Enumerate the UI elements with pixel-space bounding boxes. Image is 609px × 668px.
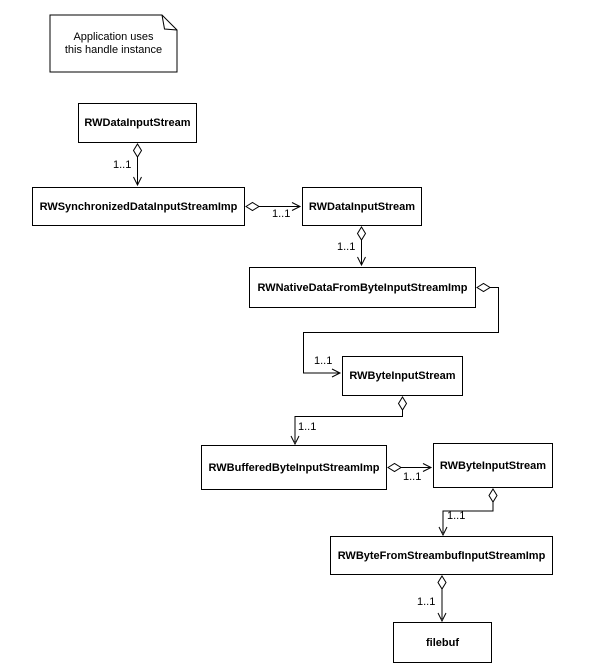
open-arrowhead-icon [357, 256, 366, 267]
multiplicity-label-bytestream-to-bufferedimp: 1..1 [298, 421, 317, 433]
class-box-rwnativedatafrombyteinputstreamimp: RWNativeDataFromByteInputStreamImp [249, 267, 476, 308]
connector-datastream-to-nativeimp [356, 226, 367, 267]
connector-bytestream-to-bufferedimp [290, 396, 408, 446]
connector-line [303, 287, 499, 374]
note-annotation: Application uses this handle instance [50, 15, 177, 72]
aggregation-diamond-icon [437, 575, 447, 590]
connector-handle-to-syncimp [132, 143, 143, 187]
open-arrowhead-icon [437, 612, 447, 623]
aggregation-diamond-icon [387, 462, 402, 473]
open-arrowhead-icon [422, 463, 433, 472]
class-box-rwbytefromstreambufinputstreamimp: RWByteFromStreambufInputStreamImp [330, 536, 553, 575]
class-box-rwdatainputstream-handle: RWDataInputStream [78, 103, 197, 143]
connector-syncimp-to-datastream [245, 201, 302, 212]
open-arrowhead-icon [438, 526, 448, 537]
multiplicity-label-bytestream-to-streambufimp: 1..1 [447, 510, 466, 522]
connector-bufferedimp-to-bytestream [387, 462, 433, 473]
note-line-2: this handle instance [64, 43, 163, 56]
connector-streambufimp-to-filebuf [437, 575, 447, 623]
note-outline [49, 14, 178, 73]
class-box-rwbufferedbyteinputstreamimp: RWBufferedByteInputStreamImp [201, 445, 387, 490]
note-shape [49, 14, 178, 73]
multiplicity-label-datastream-to-nativeimp: 1..1 [337, 241, 356, 253]
class-box-rwbyteinputstream-body: RWByteInputStream [433, 443, 553, 488]
open-arrowhead-icon [290, 435, 300, 446]
multiplicity-label-bufferedimp-to-bytestream: 1..1 [403, 471, 422, 483]
open-arrowhead-icon [291, 202, 302, 211]
note-fold-icon [161, 14, 178, 31]
multiplicity-label-handle-to-syncimp: 1..1 [113, 159, 132, 171]
aggregation-diamond-icon [356, 226, 367, 241]
connector-nativeimp-to-bytestream [303, 282, 499, 378]
multiplicity-label-syncimp-to-datastream: 1..1 [272, 208, 291, 220]
open-arrowhead-icon [331, 368, 342, 378]
open-arrowhead-icon [133, 176, 142, 187]
multiplicity-label-streambufimp-to-filebuf: 1..1 [417, 596, 436, 608]
note-line-1: Application uses [73, 30, 154, 43]
class-box-rwdatainputstream-body: RWDataInputStream [302, 187, 422, 226]
connector-line [294, 410, 403, 442]
aggregation-diamond-icon [488, 488, 498, 503]
class-box-filebuf: filebuf [393, 622, 492, 663]
aggregation-diamond-icon [476, 282, 491, 293]
connector-bytestream-to-streambufimp [438, 488, 498, 537]
connector-line [442, 502, 494, 533]
class-box-rwsynchronizeddatainputstreamimp: RWSynchronizedDataInputStreamImp [32, 187, 245, 226]
aggregation-diamond-icon [132, 143, 143, 158]
multiplicity-label-nativeimp-to-bytestream: 1..1 [314, 355, 333, 367]
aggregation-diamond-icon [397, 396, 408, 411]
aggregation-diamond-icon [245, 201, 260, 212]
class-box-rwbyteinputstream-handle: RWByteInputStream [342, 356, 463, 396]
